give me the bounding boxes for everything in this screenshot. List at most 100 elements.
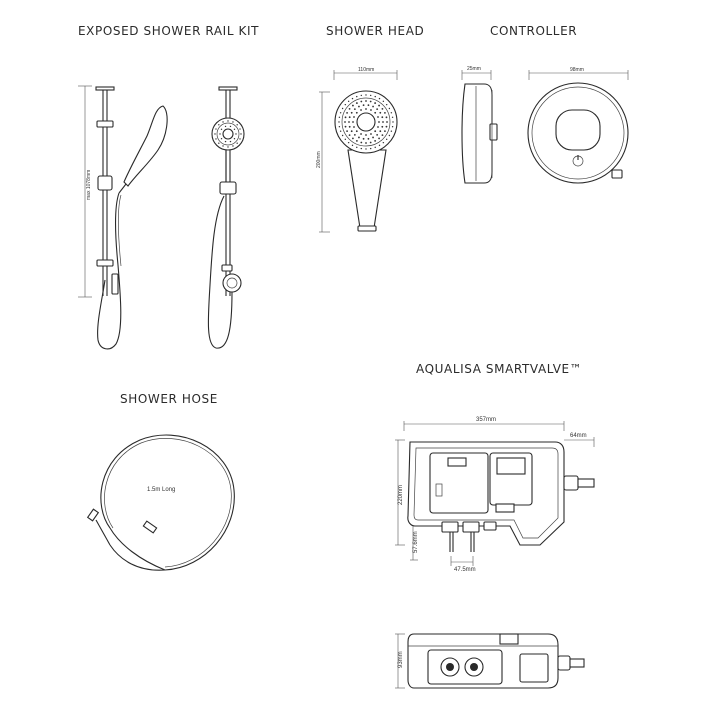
nozzle-dot bbox=[240, 133, 242, 135]
nozzle-dot bbox=[369, 100, 372, 103]
rail-height-dim-label: max 1078mm bbox=[86, 170, 92, 200]
nozzle-dot bbox=[350, 130, 353, 133]
nozzle-dot bbox=[355, 102, 358, 104]
valve-inlet-spacing-dim-label: 47.5mm bbox=[454, 567, 476, 573]
nozzle-dot bbox=[391, 125, 394, 128]
nozzle-dot bbox=[381, 116, 384, 119]
head-height-dim-label: 200mm bbox=[316, 151, 322, 168]
nozzle-dot bbox=[348, 134, 351, 136]
nozzle-dot bbox=[386, 121, 388, 123]
nozzle-dot bbox=[351, 97, 354, 100]
nozzle-dot bbox=[378, 97, 381, 100]
nozzle-dot bbox=[365, 108, 367, 110]
nozzle-dot bbox=[227, 146, 229, 148]
nozzle-dot bbox=[341, 134, 344, 137]
nozzle-dot bbox=[352, 121, 354, 123]
shower-head-drawing: 110mm 200mm bbox=[316, 67, 398, 233]
nozzle-dot bbox=[360, 133, 362, 135]
nozzle-dot bbox=[233, 128, 236, 130]
nozzle-dot bbox=[374, 140, 377, 142]
nozzle-dot bbox=[222, 145, 224, 147]
nozzle-dot bbox=[344, 125, 347, 128]
nozzle-dot bbox=[339, 130, 342, 132]
nozzle-dot bbox=[388, 107, 391, 110]
nozzle-dot bbox=[339, 112, 342, 114]
nozzle-dot bbox=[365, 94, 367, 96]
nozzle-dot bbox=[378, 137, 380, 140]
nozzle-dot bbox=[227, 120, 229, 122]
smartvalve-title: AQUALISA SMARTVALVE™ bbox=[416, 362, 583, 376]
controller-drawing: 25mm 98mm bbox=[461, 66, 629, 184]
nozzle-dot bbox=[392, 121, 394, 123]
nozzle-dot bbox=[348, 116, 351, 119]
nozzle-dot bbox=[356, 95, 358, 98]
nozzle-dot bbox=[390, 112, 393, 114]
nozzle-dot bbox=[350, 111, 353, 114]
nozzle-dot bbox=[355, 140, 358, 142]
nozzle-dot bbox=[379, 130, 382, 133]
nozzle-dot bbox=[344, 121, 346, 123]
nozzle-dot bbox=[215, 138, 217, 140]
nozzle-dot bbox=[352, 137, 354, 140]
nozzle-dot bbox=[351, 144, 354, 147]
nozzle-dot bbox=[218, 142, 220, 144]
nozzle-dot bbox=[365, 142, 367, 144]
nozzle-dot bbox=[347, 100, 350, 103]
nozzle-dot bbox=[381, 134, 384, 136]
nozzle-dot bbox=[338, 116, 341, 119]
nozzle-dot bbox=[391, 116, 394, 119]
nozzle-dot bbox=[367, 104, 370, 107]
nozzle-dot bbox=[355, 130, 358, 133]
nozzle-dot bbox=[353, 126, 355, 128]
nozzle-dot bbox=[365, 148, 367, 150]
valve-outlet-dim-label: 64mm bbox=[570, 433, 587, 439]
valve-depth-dim-label: 93mm bbox=[398, 651, 404, 668]
nozzle-dot bbox=[365, 100, 367, 102]
controller-width-dim-label: 98mm bbox=[570, 67, 584, 73]
nozzle-dot bbox=[218, 124, 220, 126]
nozzle-dot bbox=[344, 116, 347, 119]
rail-kit-front: max 1078mm bbox=[78, 85, 168, 350]
nozzle-dot bbox=[347, 141, 350, 144]
nozzle-dot bbox=[233, 138, 236, 140]
nozzle-dot bbox=[232, 121, 234, 123]
nozzle-dot bbox=[346, 130, 348, 133]
nozzle-dot bbox=[374, 111, 377, 114]
valve-inlet-height-dim-label: 57.6mm bbox=[413, 531, 419, 553]
head-width-dim-label: 110mm bbox=[358, 67, 374, 73]
nozzle-dot bbox=[232, 145, 234, 147]
nozzle-dot bbox=[385, 116, 388, 119]
nozzle-dot bbox=[379, 111, 382, 114]
nozzle-dot bbox=[382, 100, 385, 103]
nozzle-dot bbox=[346, 111, 348, 114]
nozzle-dot bbox=[358, 105, 360, 108]
rail-kit-side bbox=[207, 86, 245, 349]
nozzle-dot bbox=[381, 108, 384, 110]
nozzle-dot bbox=[369, 141, 372, 144]
nozzle-dot bbox=[220, 138, 223, 140]
nozzle-dot bbox=[382, 141, 385, 144]
nozzle-dot bbox=[362, 137, 365, 140]
nozzle-dot bbox=[353, 116, 355, 118]
nozzle-dot bbox=[378, 144, 381, 147]
nozzle-dot bbox=[341, 107, 344, 110]
nozzle-dot bbox=[214, 133, 216, 135]
nozzle-dot bbox=[338, 121, 340, 123]
nozzle-dot bbox=[381, 125, 384, 128]
nozzle-dot bbox=[356, 146, 358, 149]
nozzle-dot bbox=[348, 108, 351, 110]
nozzle-dot bbox=[370, 109, 372, 111]
nozzle-dot bbox=[372, 136, 374, 139]
nozzle-dot bbox=[239, 138, 241, 140]
nozzle-dot bbox=[370, 133, 372, 135]
nozzle-dot bbox=[365, 134, 367, 136]
nozzle-dot bbox=[372, 105, 374, 108]
nozzle-dot bbox=[360, 109, 362, 111]
nozzle-dot bbox=[224, 140, 227, 143]
nozzle-dot bbox=[348, 125, 351, 128]
smartvalve-front: 357mm 64mm 220mm 57.6mm bbox=[395, 417, 595, 573]
nozzle-dot bbox=[348, 121, 350, 123]
nozzle-dot bbox=[338, 125, 341, 128]
nozzle-dot bbox=[358, 136, 360, 139]
